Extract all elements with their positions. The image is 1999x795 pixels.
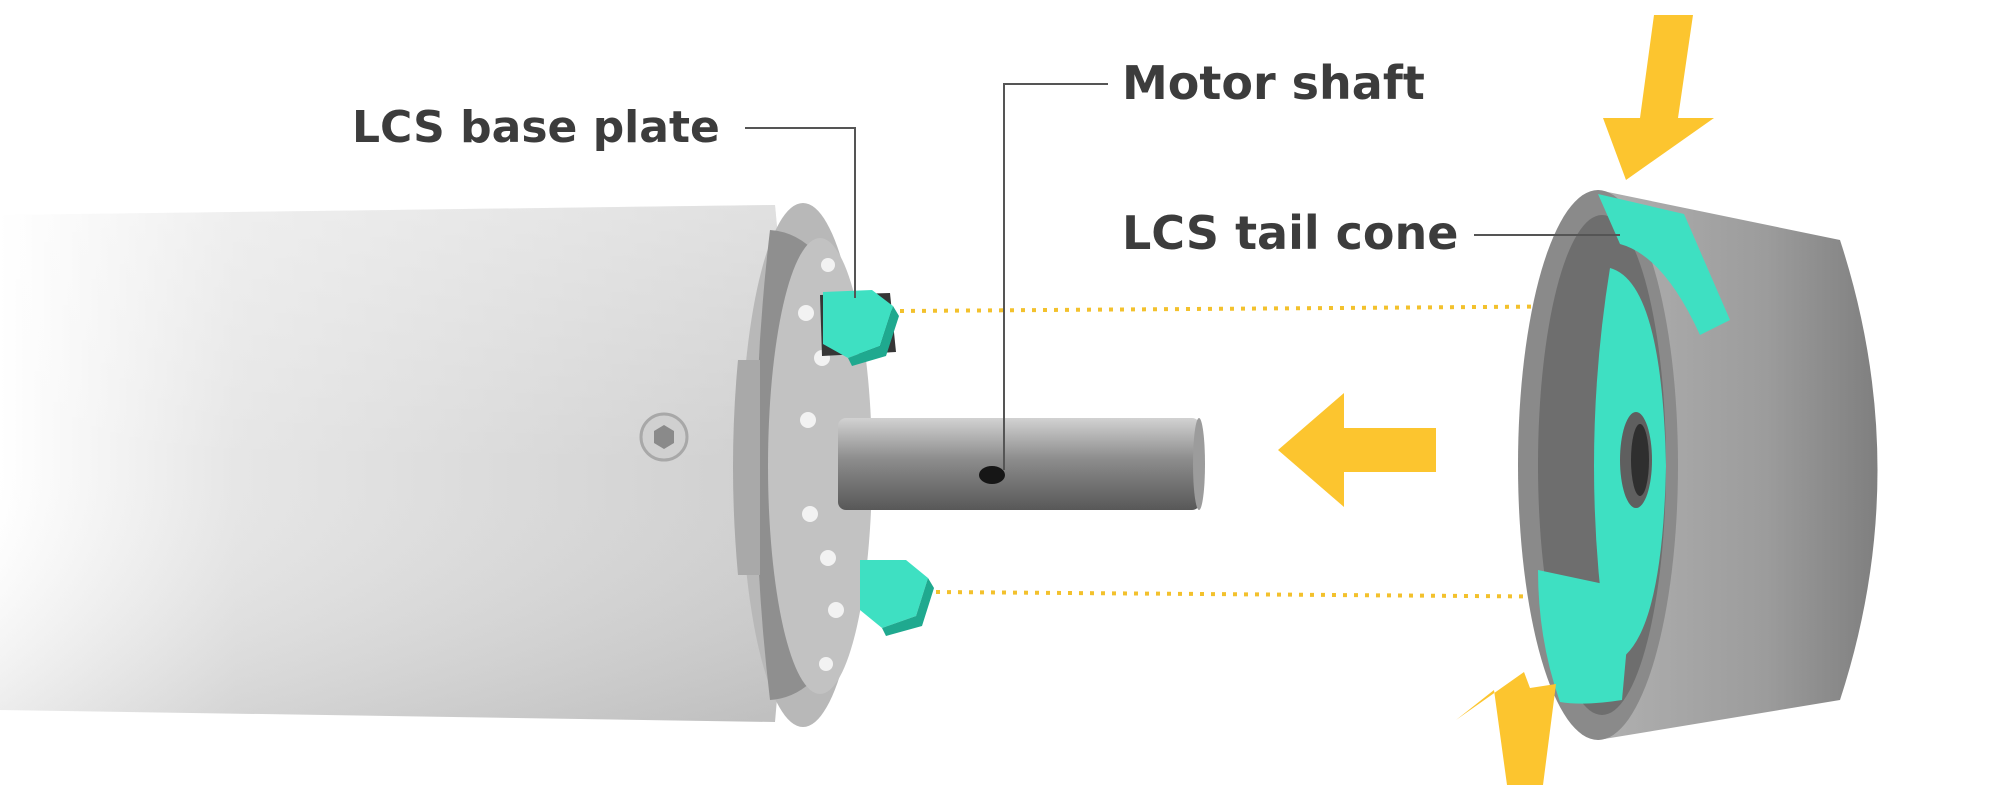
- teal-cone-segment-top: [1598, 194, 1730, 335]
- arrow-down-icon: [1603, 15, 1714, 180]
- lcs-base-plate: [733, 203, 934, 727]
- teal-cone-segment-bottom: [1538, 570, 1632, 704]
- bolt-holes: [798, 258, 844, 671]
- motor-shaft-label: Motor shaft: [1122, 56, 1425, 110]
- lcs-base-plate-label: LCS base plate: [352, 102, 720, 153]
- arrow-left-icon: [1278, 393, 1436, 507]
- teal-inner-ring: [1594, 268, 1666, 664]
- teal-lock-tab-bottom: [860, 560, 934, 636]
- leader-lines: [745, 83, 1620, 470]
- alignment-guides: [899, 304, 1627, 599]
- lcs-tail-cone: [1518, 190, 1878, 740]
- shaft-pin-hole: [979, 466, 1005, 484]
- lcs-tail-cone-label: LCS tail cone: [1122, 206, 1459, 260]
- screw-head-icon: [639, 412, 689, 462]
- arrow-up-icon: [1456, 672, 1556, 785]
- motor-shaft: [838, 418, 1205, 510]
- teal-lock-tab-top: [823, 290, 899, 366]
- motor-tube: [0, 205, 788, 722]
